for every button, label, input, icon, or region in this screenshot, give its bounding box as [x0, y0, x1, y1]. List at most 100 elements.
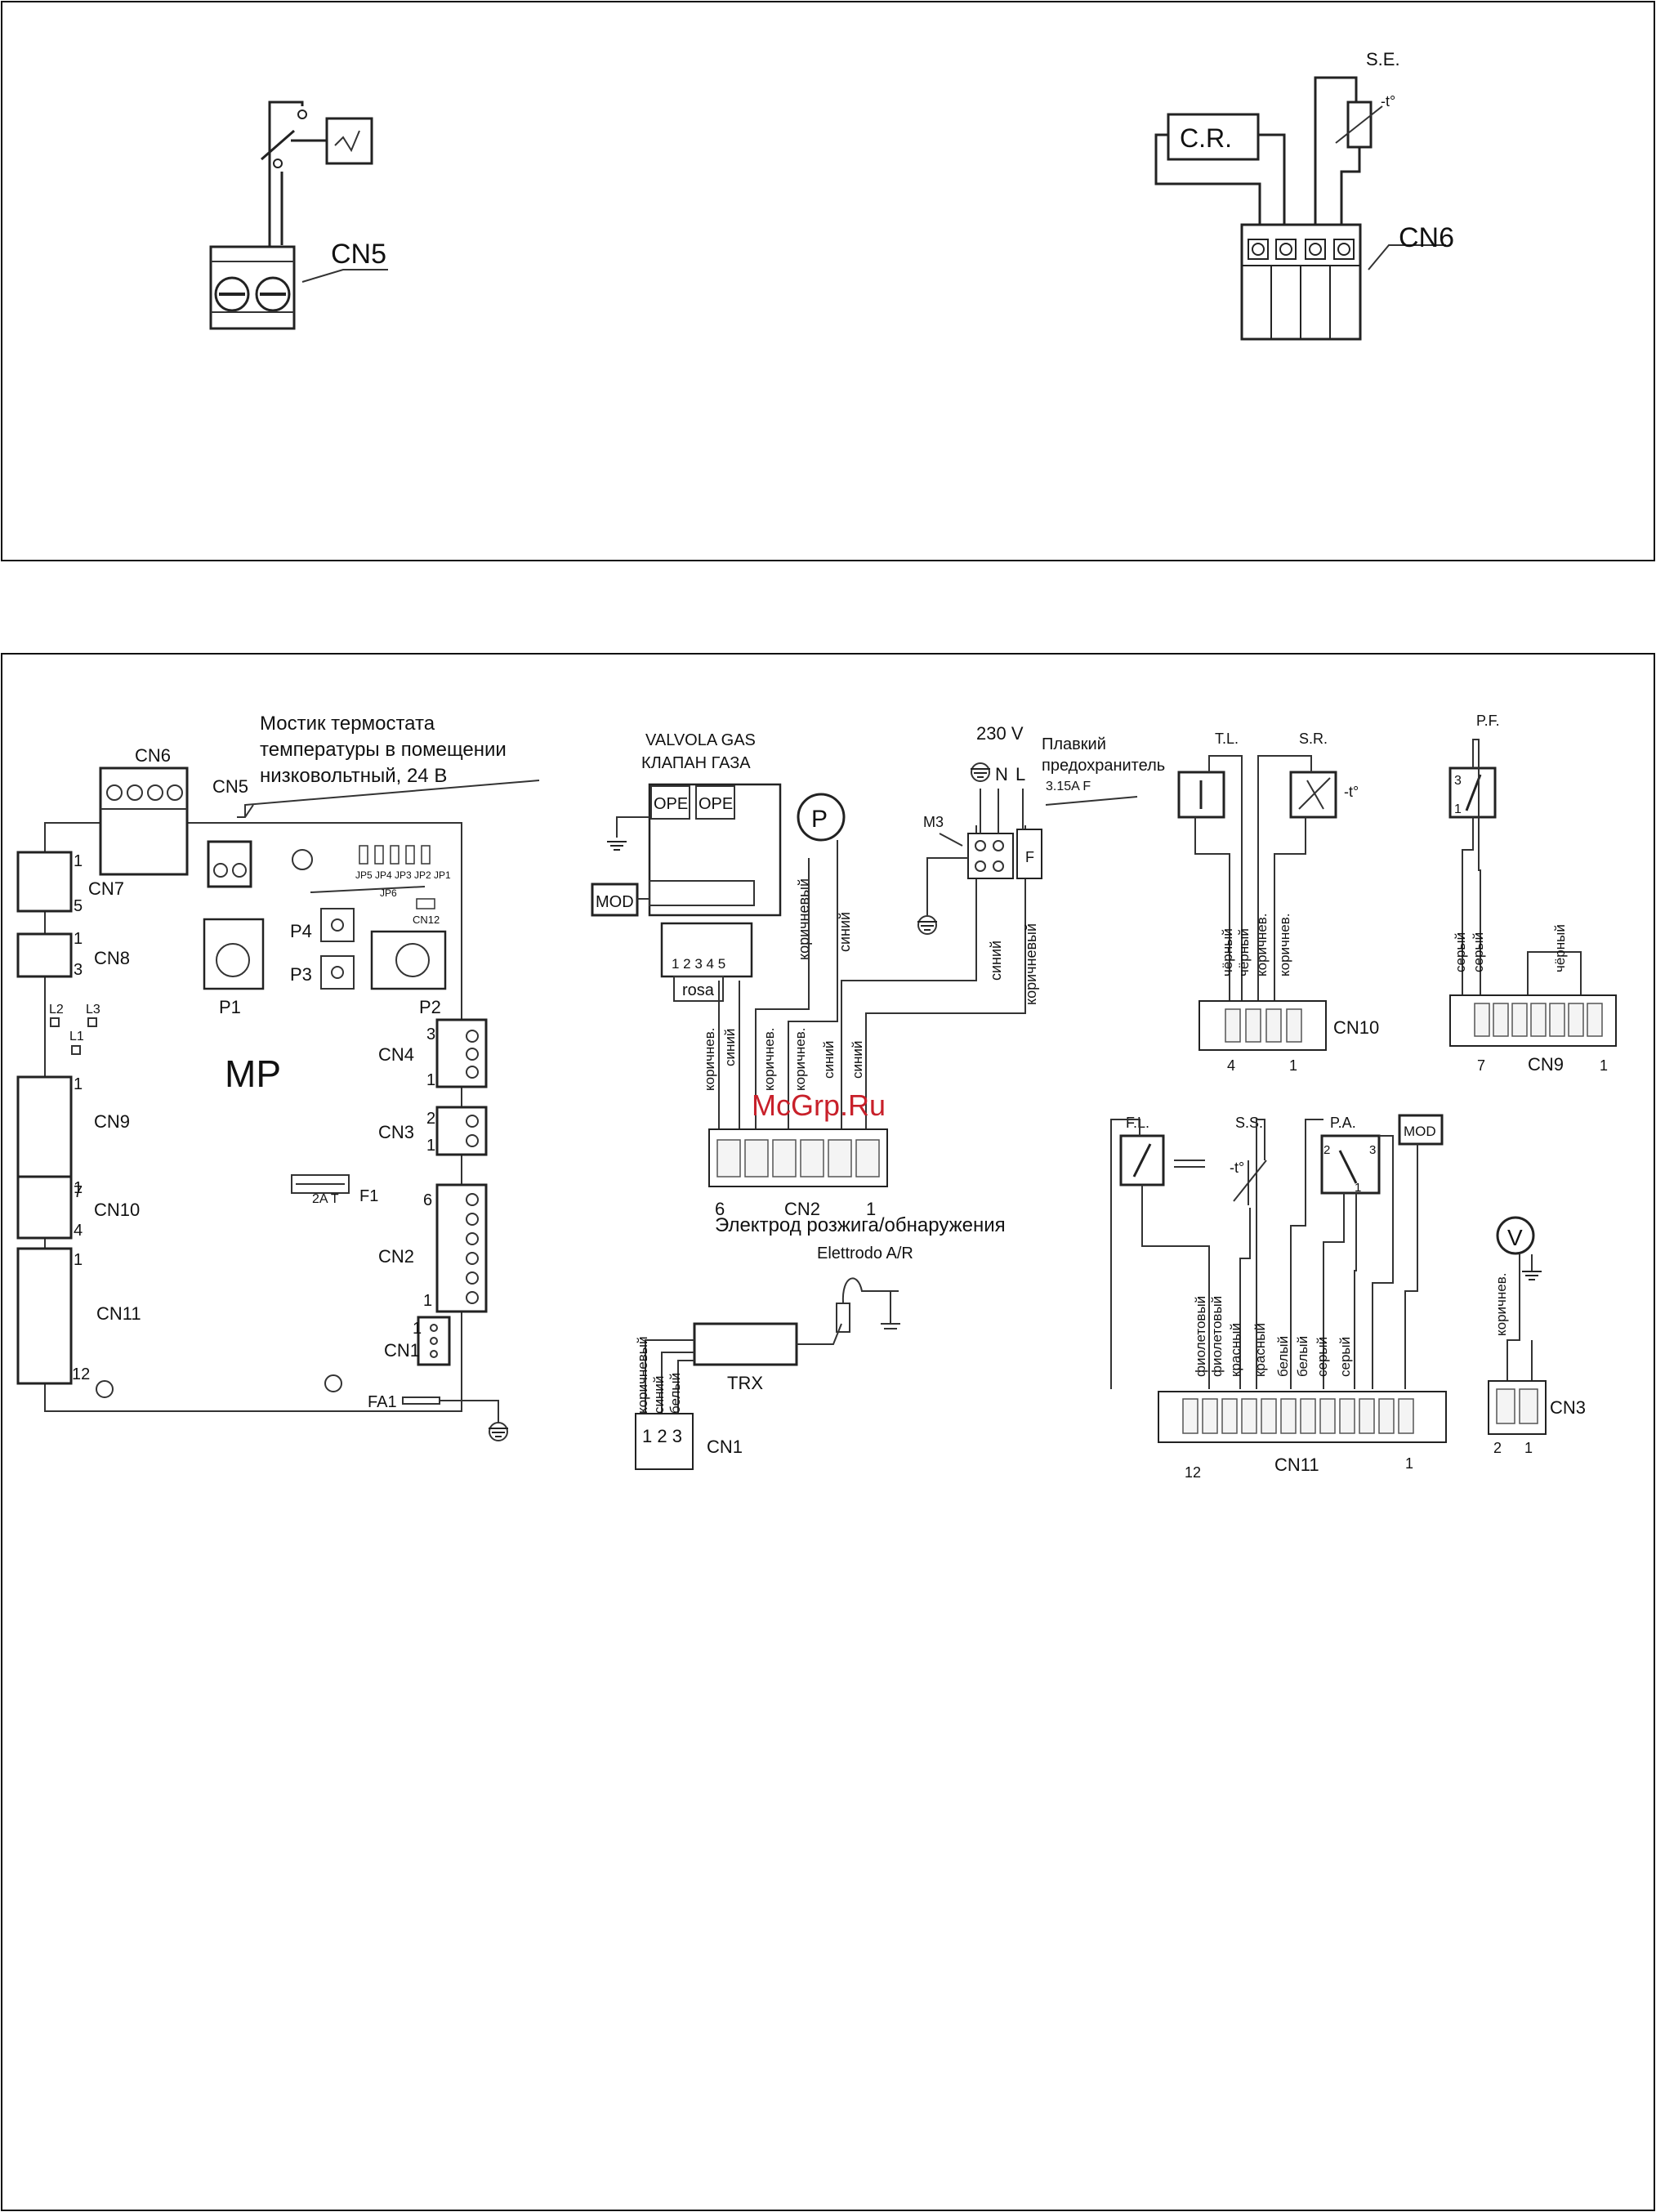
board-cn3-pin2: 2	[426, 1110, 435, 1128]
cn9-pin-left: 7	[1477, 1057, 1485, 1074]
ope-2: OPE	[699, 795, 733, 813]
mp-label: MP	[225, 1052, 281, 1095]
board-cn9-label: CN9	[94, 1111, 130, 1132]
cn9-wire-2: серый	[1471, 932, 1486, 972]
cn6-top-label: CN6	[1399, 222, 1454, 253]
trx-box	[693, 1322, 798, 1366]
p2-label: P2	[419, 997, 441, 1017]
v-label: V	[1507, 1225, 1523, 1250]
board-cn7-label: CN7	[88, 878, 124, 899]
pf-label: P.F.	[1476, 713, 1500, 729]
power-wire-1: синий	[988, 941, 1004, 981]
cn2-wire-1: коричнев.	[702, 1028, 717, 1092]
board-cn1-label: CN1	[384, 1340, 420, 1361]
cn11-group: F.L. S.S. P.A. -t° 2 3 1 MOD фиолетовый …	[1110, 1114, 1447, 1481]
cn11-wire-6: белый	[1295, 1336, 1310, 1377]
fuse-rating: 2A T	[312, 1192, 339, 1206]
valve-title1: VALVOLA GAS	[645, 731, 756, 749]
cn10-wire-1: чёрный	[1220, 928, 1235, 976]
cn5-thermostat-detail: CN5	[209, 101, 388, 330]
power-group: 230 V N L F M3 Плавкий предохранитель 3.…	[917, 723, 1165, 1005]
cr-label: C.R.	[1180, 123, 1232, 153]
ss-label: S.S.	[1235, 1115, 1263, 1131]
electrode-subtitle: Elettrodo A/R	[817, 1245, 913, 1262]
board-cn2-pin1: 1	[423, 1292, 432, 1310]
cn11-label: CN11	[1274, 1455, 1319, 1475]
rosa-pins: 1 2 3 4 5	[672, 956, 725, 972]
board-note-line3: низковольтный, 24 В	[260, 765, 447, 787]
electrode-group: Электрод розжига/обнаружения Elettrodo A…	[635, 1214, 1006, 1470]
board-cn2-pin6: 6	[423, 1191, 432, 1209]
sr-label: S.R.	[1299, 731, 1328, 747]
se-temp: -t°	[1381, 93, 1395, 109]
led-l3: L3	[86, 1003, 100, 1017]
cn3-pin2: 2	[1493, 1440, 1502, 1456]
electrode-wire-1: коричневый	[635, 1337, 650, 1414]
cn9-wire-1: серый	[1453, 932, 1468, 972]
sr-temp: -t°	[1344, 784, 1359, 800]
p4-label: P4	[290, 921, 312, 941]
electrode-wire-2: синий	[651, 1376, 667, 1414]
power-wire-2: коричневый	[1023, 923, 1039, 1005]
cn10-wire-4: коричнев.	[1277, 914, 1292, 977]
cn3-label: CN3	[1550, 1397, 1586, 1418]
cn11-wire-7: серый	[1315, 1337, 1330, 1377]
trx-label: TRX	[727, 1373, 763, 1393]
cn11-pin-right: 1	[1405, 1455, 1413, 1472]
jp6-label: JP6	[380, 887, 397, 899]
pump-symbol	[797, 793, 846, 842]
board-cn4-pin1: 1	[426, 1071, 435, 1089]
board-cn6-label: CN6	[135, 745, 171, 766]
valve-mod: MOD	[596, 893, 634, 911]
board-cn11-label: CN11	[96, 1303, 141, 1324]
board-cn9-pin1: 1	[74, 1075, 83, 1093]
mp-board: MP CN6 CN5 Мостик термостата температуры…	[16, 713, 540, 1441]
cn11-wire-8: серый	[1337, 1337, 1353, 1377]
cn10-pin-right: 1	[1289, 1057, 1297, 1074]
top-panel-frame	[1, 1, 1655, 561]
board-cn1-pin1: 1	[413, 1320, 422, 1338]
power-m3: M3	[923, 814, 944, 830]
bottom-panel-frame	[1, 653, 1655, 2211]
cn2-wire-4: коричнев.	[792, 1028, 808, 1092]
fuse-note-rating: 3.15A F	[1046, 780, 1091, 793]
board-cn2-label: CN2	[378, 1246, 414, 1267]
cn11-pin-left: 12	[1185, 1464, 1201, 1481]
p3-label: P3	[290, 964, 312, 985]
cn12-label: CN12	[413, 914, 440, 926]
se-label: S.E.	[1366, 49, 1400, 69]
board-cn10-pin4: 4	[74, 1222, 83, 1240]
board-cn3-label: CN3	[378, 1122, 414, 1142]
board-cn8-label: CN8	[94, 948, 130, 968]
electrode-title: Электрод розжига/обнаружения	[715, 1214, 1006, 1236]
cn3-wire: коричнев.	[1493, 1273, 1509, 1337]
cn10-group: T.L. S.R. -t° чёрный чёрный коричнев. ко…	[1177, 731, 1379, 1074]
board-cn11-pin1: 1	[74, 1251, 83, 1269]
board-cn8-pin3: 3	[74, 961, 83, 979]
cn11-wire-2: фиолетовый	[1209, 1296, 1225, 1377]
cn5-top-label: CN5	[331, 239, 386, 270]
gas-valve-group: VALVOLA GAS КЛАПАН ГАЗА OPE OPE MOD P ко…	[591, 731, 1026, 1219]
cn2-wire-2: синий	[722, 1029, 738, 1066]
electrode-cn1: CN1	[707, 1437, 743, 1457]
cn11-mod: MOD	[1404, 1124, 1436, 1139]
fa1-label: FA1	[368, 1393, 397, 1411]
cn2-pin-left: 6	[715, 1199, 725, 1219]
cn11-wire-5: белый	[1275, 1336, 1291, 1377]
board-cn3-pin1: 1	[426, 1137, 435, 1155]
pa-pin1: 1	[1355, 1181, 1361, 1195]
cn9-pin-right: 1	[1600, 1057, 1608, 1074]
board-cn10-label: CN10	[94, 1200, 140, 1220]
cn10-pin-left: 4	[1227, 1057, 1235, 1074]
board-cn7-pin5: 5	[74, 897, 83, 915]
cn9-group: P.F. 3 1 серый серый чёрный 7 CN9 1	[1448, 713, 1617, 1075]
cn2-wire-5: синий	[821, 1041, 837, 1079]
se-sensor	[1346, 101, 1373, 149]
board-note-line1: Мостик термостата	[260, 713, 435, 735]
board-cn8-pin1: 1	[74, 930, 83, 948]
p1-label: P1	[219, 997, 241, 1017]
cn2-pin-right: 1	[866, 1199, 876, 1219]
cn3-group: V коричнев. CN3 2 1	[1488, 1216, 1586, 1456]
cn6-top-detail: C.R. S.E. -t° CN6	[1154, 49, 1454, 341]
